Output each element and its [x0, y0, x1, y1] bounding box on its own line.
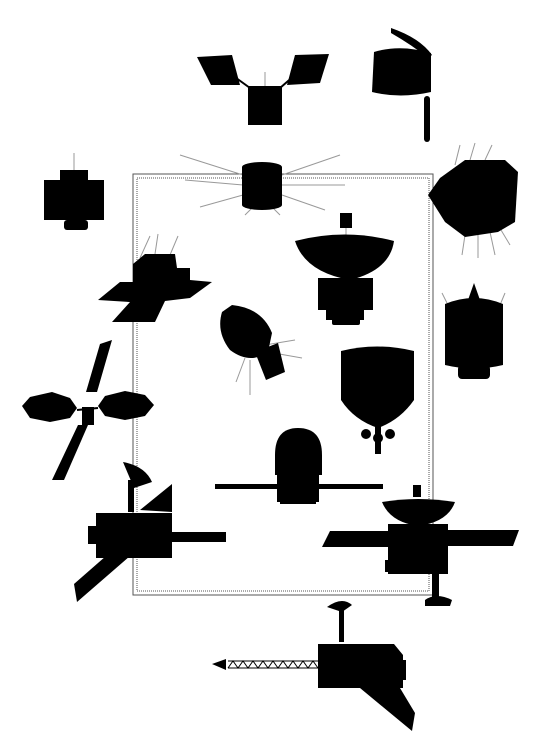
satellite-pod-icon — [220, 305, 303, 395]
satellite-box-dish-icon — [74, 462, 226, 602]
satellite-drum-antennas-icon — [179, 154, 345, 216]
satellite-solar-array-icon — [22, 340, 154, 480]
satellite-big-dish-panels-icon — [322, 485, 519, 606]
satellite-dish-cylinder-icon — [295, 213, 394, 325]
satellite-v-panels-icon — [197, 54, 329, 125]
satellite-spike-cylinder-icon — [441, 283, 506, 379]
frame-border — [132, 173, 434, 596]
satellite-dome-boom-icon — [215, 428, 383, 504]
satellite-winged-base-icon — [98, 233, 212, 322]
satellite-small-drum-icon — [44, 153, 104, 230]
satellite-capsule-icon — [341, 346, 414, 454]
satellite-open-lid-icon — [372, 28, 432, 142]
satellite-lattice-boom-icon — [212, 600, 415, 731]
satellite-polyhedron-icon — [428, 142, 518, 258]
